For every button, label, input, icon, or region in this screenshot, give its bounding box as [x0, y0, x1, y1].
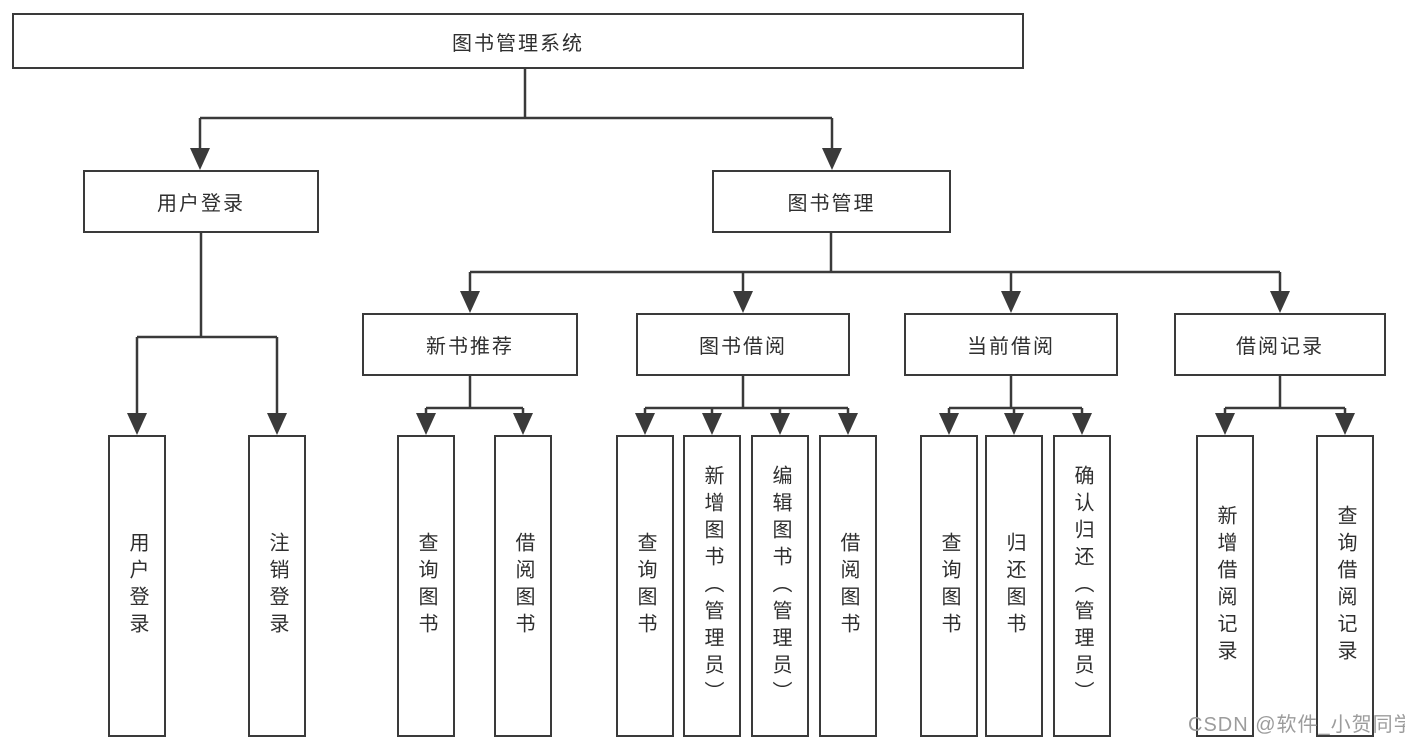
leaf-recommend-query-books: 查询图书 [397, 435, 455, 737]
node-book-management: 图书管理 [712, 170, 951, 233]
node-borrow-records: 借阅记录 [1174, 313, 1386, 376]
leaf-borrow-edit-books-admin: 编辑图书（管理员） [751, 435, 809, 737]
node-library-management-system: 图书管理系统 [12, 13, 1024, 69]
node-new-book-recommend: 新书推荐 [362, 313, 578, 376]
node-label: 当前借阅 [967, 336, 1055, 358]
leaf-records-query-record: 查询借阅记录 [1316, 435, 1374, 737]
leaf-current-query-books: 查询图书 [920, 435, 978, 737]
node-label: 用户登录 [126, 532, 148, 640]
node-label: 借阅记录 [1236, 336, 1324, 358]
arrowheads [127, 148, 1355, 435]
node-label: 用户登录 [157, 193, 245, 215]
node-label: 归还图书 [1003, 532, 1025, 640]
node-user-login: 用户登录 [83, 170, 319, 233]
leaf-borrow-add-books-admin: 新增图书（管理员） [683, 435, 741, 737]
leaf-logout: 注销登录 [248, 435, 306, 737]
node-label: 确认归还（管理员） [1071, 464, 1093, 708]
node-label: 查询图书 [938, 532, 960, 640]
leaf-borrow-query-books: 查询图书 [616, 435, 674, 737]
node-label: 图书管理 [787, 193, 876, 215]
leaf-user-login: 用户登录 [108, 435, 166, 737]
node-label: 借阅图书 [512, 532, 534, 640]
node-current-borrow: 当前借阅 [904, 313, 1118, 376]
node-book-borrow: 图书借阅 [636, 313, 850, 376]
node-label: 编辑图书（管理员） [769, 464, 791, 708]
node-label: 查询图书 [634, 532, 656, 640]
node-label: 图书借阅 [699, 336, 787, 358]
node-label: 注销登录 [266, 532, 288, 640]
leaf-recommend-borrow-books: 借阅图书 [494, 435, 552, 737]
leaf-current-confirm-return-admin: 确认归还（管理员） [1053, 435, 1111, 737]
node-label: 新书推荐 [426, 336, 514, 358]
leaf-records-add-record: 新增借阅记录 [1196, 435, 1254, 737]
node-label: 查询借阅记录 [1334, 505, 1356, 667]
leaf-borrow-borrow-books: 借阅图书 [819, 435, 877, 737]
node-label: 查询图书 [415, 532, 437, 640]
node-label: 新增借阅记录 [1214, 505, 1236, 667]
leaf-current-return-books: 归还图书 [985, 435, 1043, 737]
csdn-watermark: CSDN @软件_小贺同学 [1188, 714, 1405, 736]
node-label: 图书管理系统 [452, 32, 584, 55]
node-label: 新增图书（管理员） [701, 464, 723, 708]
node-label: 借阅图书 [837, 532, 859, 640]
